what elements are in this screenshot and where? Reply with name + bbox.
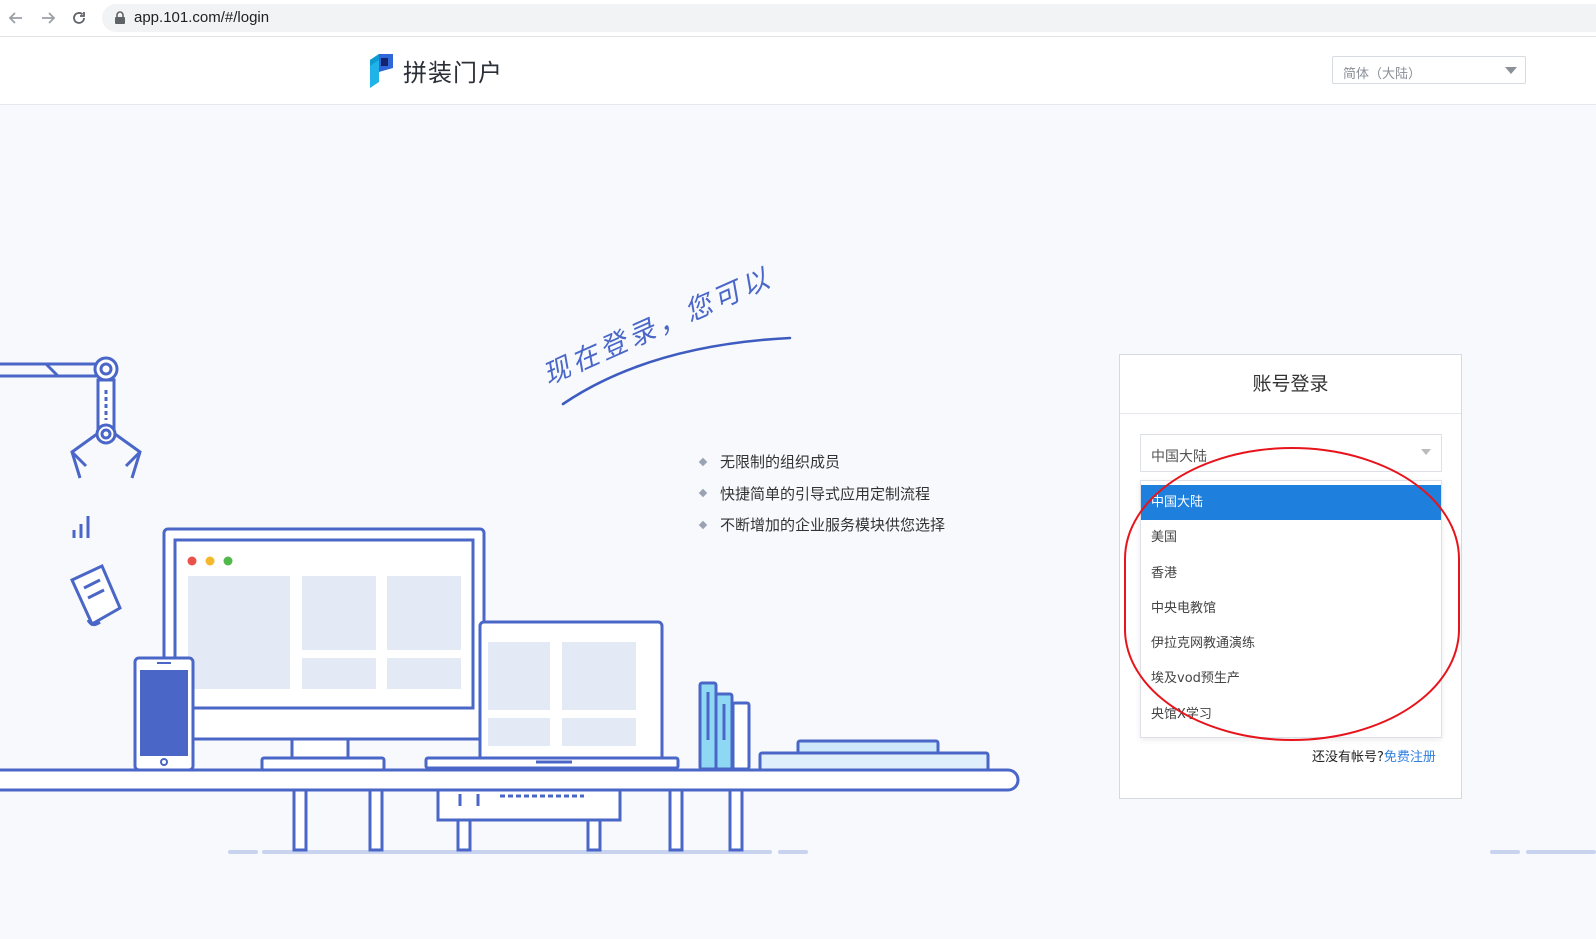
- logo-text: 拼装门户: [403, 58, 503, 87]
- language-select-value: 简体（大陆）: [1343, 67, 1422, 82]
- reload-icon: [73, 12, 85, 24]
- region-option[interactable]: 央馆X学习: [1151, 706, 1212, 722]
- language-select[interactable]: 简体（大陆）: [1332, 56, 1526, 84]
- bar-chart-icon: [72, 516, 90, 538]
- forward-button[interactable]: [36, 6, 60, 30]
- site-header: 拼装门户 简体（大陆）: [0, 37, 1596, 105]
- table-top: [0, 768, 1020, 792]
- region-option[interactable]: 中央电教馆: [1151, 600, 1217, 616]
- scroll-icon: [70, 563, 122, 627]
- feature-list: 无限制的组织成员 快捷简单的引导式应用定制流程 不断增加的企业服务模块供您选择: [698, 446, 946, 541]
- phone: [133, 656, 195, 772]
- url-text: app.101.com/#/login: [134, 9, 270, 26]
- register-row: 还没有帐号?免费注册: [1312, 746, 1436, 765]
- monitor: [162, 527, 486, 772]
- document-trays: [758, 739, 990, 772]
- back-button[interactable]: [4, 6, 28, 30]
- arrow-right-icon: [42, 12, 56, 24]
- logo-icon: [370, 54, 393, 88]
- handwritten-title: 现在登录，您可以: [538, 262, 777, 391]
- feature-item: 无限制的组织成员: [698, 446, 945, 478]
- reload-button[interactable]: [67, 6, 91, 30]
- caret-down-icon: [1421, 449, 1431, 455]
- region-option[interactable]: 埃及vod预生产: [1151, 671, 1240, 687]
- floor-line: [228, 850, 1596, 854]
- region-option[interactable]: 伊拉克网教通演练: [1151, 636, 1256, 652]
- caret-down-icon: [1505, 67, 1517, 74]
- register-prompt: 还没有帐号?: [1312, 750, 1384, 765]
- region-option[interactable]: 香港: [1151, 565, 1178, 581]
- address-bar[interactable]: app.101.com/#/login: [102, 4, 1596, 32]
- region-option[interactable]: 中国大陆: [1141, 485, 1441, 521]
- logo[interactable]: 拼装门户: [367, 52, 503, 88]
- feature-item: 不断增加的企业服务模块供您选择: [698, 509, 946, 541]
- region-option[interactable]: 美国: [1151, 530, 1178, 546]
- diamond-bullet-icon: [698, 520, 708, 529]
- feature-item: 快捷简单的引导式应用定制流程: [698, 478, 945, 510]
- table-legs: [292, 788, 744, 852]
- feature-text: 无限制的组织成员: [720, 453, 841, 472]
- diamond-bullet-icon: [698, 489, 708, 498]
- login-title: 账号登录: [1120, 355, 1461, 414]
- region-dropdown: 中国大陆 美国 香港 中央电教馆 伊拉克网教通演练 埃及vod预生产 央馆X学习: [1140, 480, 1442, 738]
- robot-arm: [0, 356, 142, 479]
- title-underline: [561, 336, 792, 406]
- region-select-value: 中国大陆: [1151, 449, 1207, 465]
- lock-icon: [115, 11, 125, 24]
- arrow-left-icon: [8, 12, 22, 24]
- laptop: [424, 620, 680, 770]
- region-select[interactable]: 中国大陆: [1140, 434, 1442, 472]
- diamond-bullet-icon: [698, 457, 708, 466]
- register-link[interactable]: 免费注册: [1383, 750, 1436, 765]
- feature-text: 不断增加的企业服务模块供您选择: [720, 516, 946, 535]
- books: [698, 681, 751, 771]
- feature-text: 快捷简单的引导式应用定制流程: [720, 484, 931, 503]
- browser-toolbar: app.101.com/#/login: [0, 0, 1596, 37]
